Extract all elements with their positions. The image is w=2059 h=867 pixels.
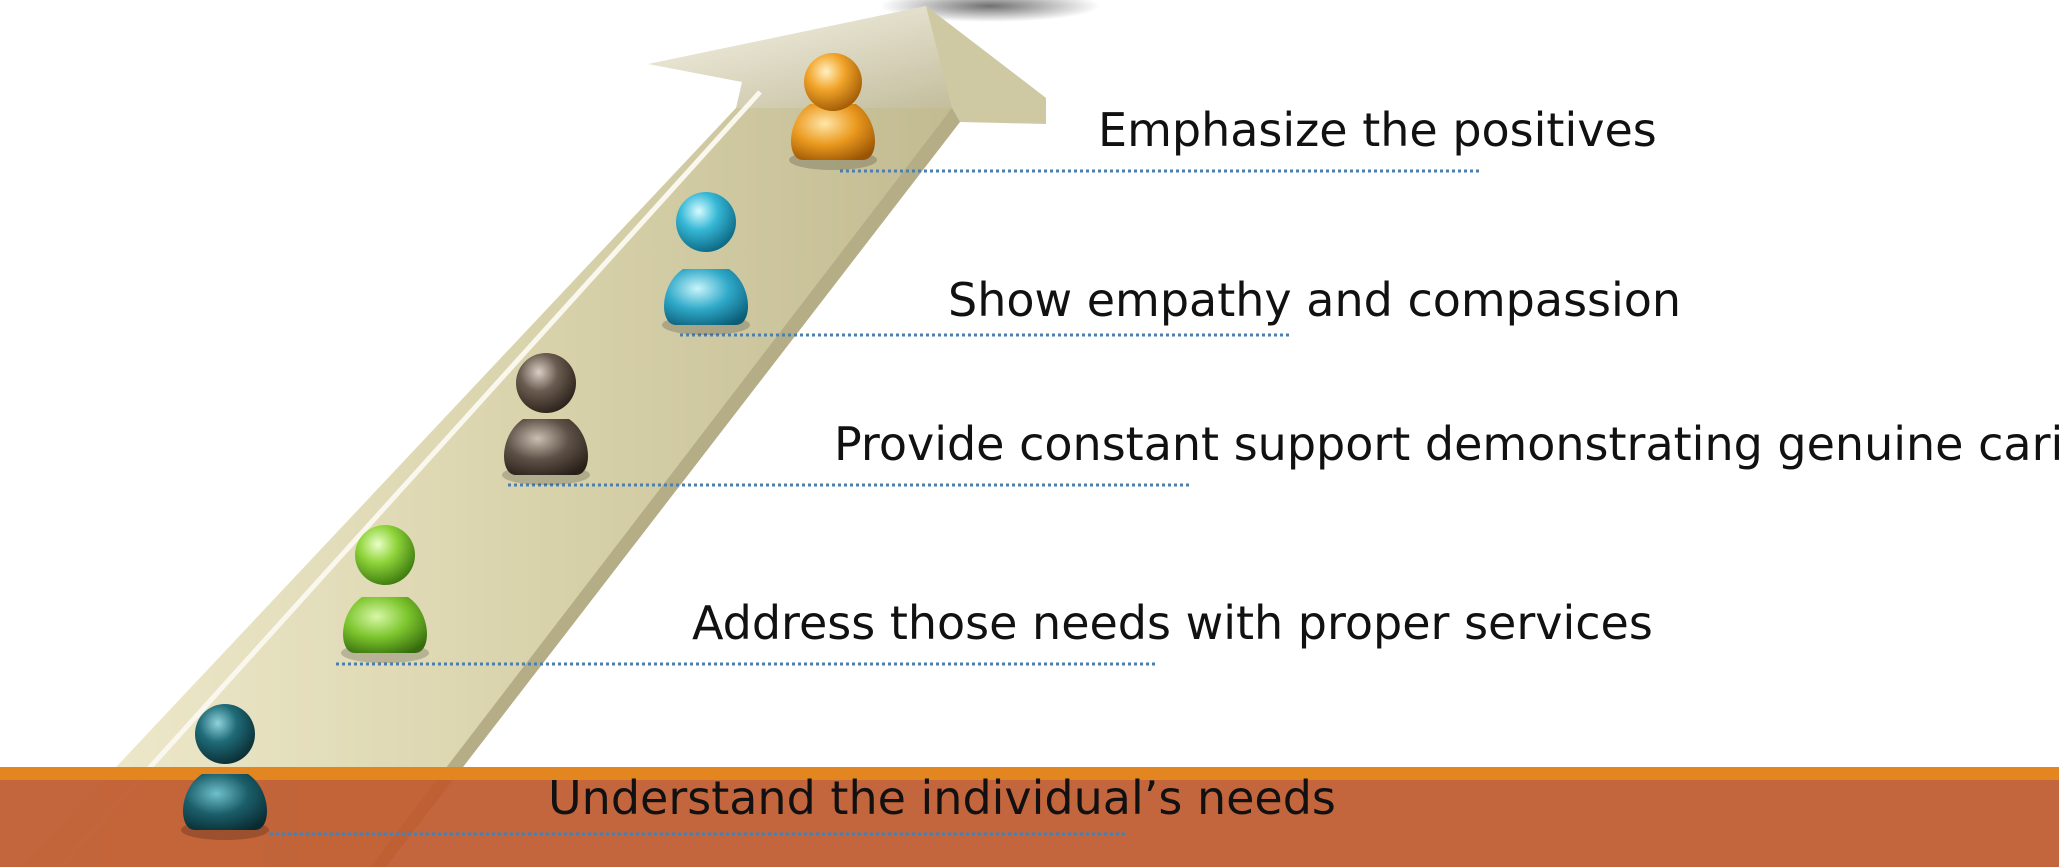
arrow-highlight bbox=[58, 90, 762, 867]
person-icon-orange bbox=[789, 53, 877, 170]
step-label-5: Emphasize the positives bbox=[1098, 103, 1657, 157]
person-icon-green bbox=[341, 525, 429, 663]
arrow-head-bevel bbox=[926, 6, 1046, 124]
step-label-4: Show empathy and compassion bbox=[948, 273, 1682, 327]
step-label-2: Address those needs with proper services bbox=[692, 596, 1653, 650]
step-label-3: Provide constant support demonstrating g… bbox=[834, 417, 2059, 471]
person-icon-cyan bbox=[662, 192, 750, 335]
person-icon-brown bbox=[502, 353, 590, 485]
step-label-1: Understand the individual’s needs bbox=[548, 771, 1336, 825]
footer-band bbox=[0, 780, 2059, 867]
footer-stripe bbox=[0, 767, 2059, 780]
person-icon-teal bbox=[181, 704, 269, 840]
leader-lines bbox=[270, 169, 1480, 836]
